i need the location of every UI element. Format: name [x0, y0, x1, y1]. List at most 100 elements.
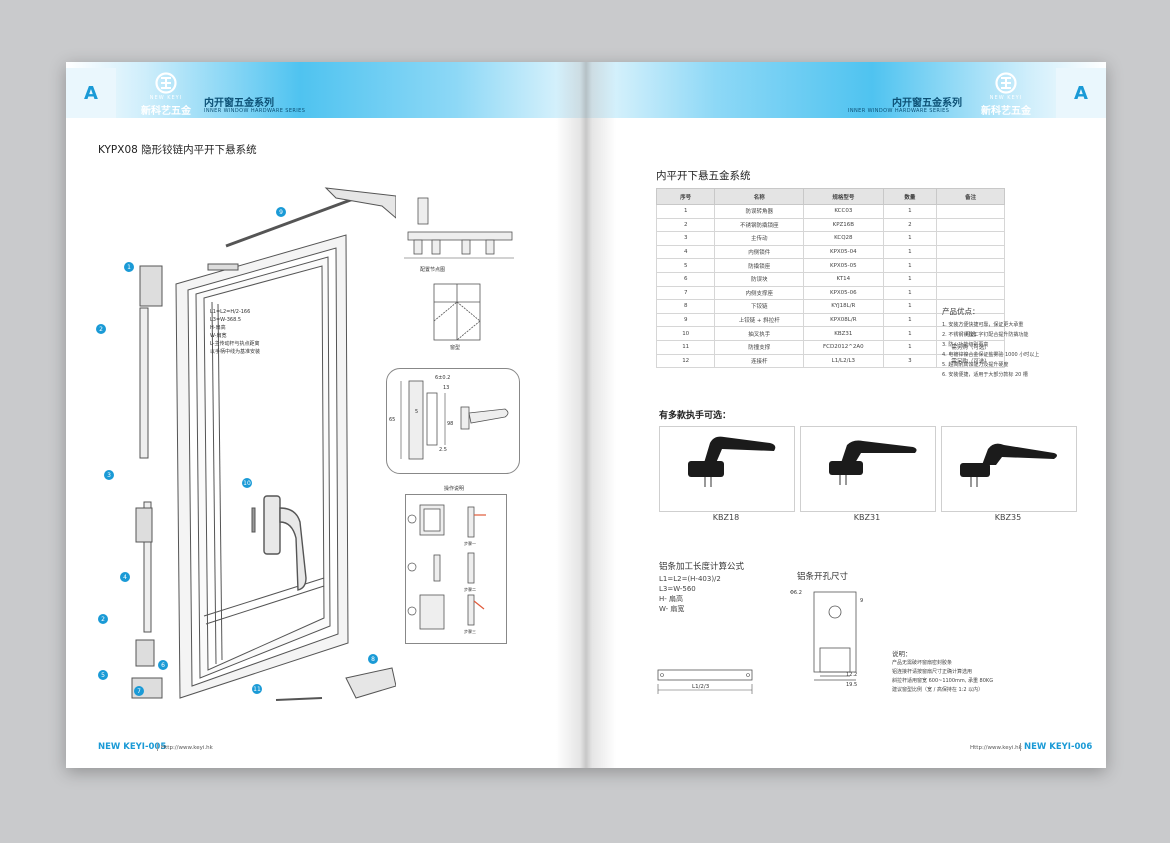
- table-cell: 1: [882, 339, 938, 355]
- part-number-2b: 2: [98, 614, 108, 624]
- table-cell: FCD2012^2A0: [803, 339, 884, 355]
- table-cell: 2: [882, 217, 938, 233]
- table-cell: 需另购（可选）: [936, 353, 1005, 369]
- part-number-6: 6: [158, 660, 168, 670]
- table-cell: L1/L2/L3: [803, 353, 884, 369]
- table-cell: 防误转角器: [714, 204, 805, 219]
- col-header: 序号: [655, 188, 716, 205]
- operation-instructions-box: 操作说明 步骤一 步骤二 步骤三: [405, 486, 507, 644]
- dim-98: 98: [447, 421, 454, 427]
- dim-2-5: 2.5: [439, 447, 447, 453]
- advantage-item: 1. 安装方便快捷可靠，保证更大承重: [942, 322, 1024, 328]
- handle-dimension-box: 65 98 5 13 2.5 6±0.2: [386, 368, 520, 474]
- series-subtitle-right: INNER WINDOW HARDWARE SERIES: [848, 108, 950, 114]
- handle-label-kbz18: KBZ18: [712, 513, 740, 522]
- table-cell: 12: [655, 353, 716, 369]
- table-cell: 1: [882, 285, 938, 301]
- table-cell: 1: [882, 244, 938, 260]
- part-number-7: 7: [134, 686, 144, 696]
- part-number-2: 2: [96, 324, 106, 334]
- footer-url-right[interactable]: Http://www.keyi.hk: [970, 745, 1022, 751]
- note-line: 产品无需破坏窗扇密封胶条: [892, 660, 953, 666]
- node-configuration-drawing: [404, 197, 514, 259]
- table-cell: 内侧锁件: [714, 244, 805, 260]
- operation-caption: 操作说明: [444, 486, 465, 492]
- table-cell: KCQ28: [803, 231, 884, 246]
- col-header: 名称: [714, 188, 805, 205]
- logo-chinese: 新科艺五金: [141, 106, 191, 117]
- op-step-3: 步骤三: [464, 629, 476, 634]
- op-step-1: 步骤一: [464, 541, 476, 546]
- book-gutter-shadow: [556, 62, 616, 768]
- advantages-title: 产品优点：: [942, 307, 980, 316]
- footer-page-left: NEW KEYI-005: [98, 742, 167, 752]
- table-cell: 1: [882, 231, 938, 246]
- table-cell: [936, 231, 1005, 246]
- handles-title: 有多款执手可选：: [659, 411, 732, 421]
- dim-13: 13: [443, 385, 450, 391]
- part-number-1: 1: [124, 262, 134, 272]
- table-cell: 下铰链: [714, 299, 805, 314]
- advantage-item: 3. 防火功能级别更高: [942, 342, 989, 348]
- spec-line: W-扇宽: [210, 333, 227, 339]
- table-cell: 9: [655, 312, 716, 328]
- section-tab-left: A: [66, 68, 116, 118]
- table-cell: 防撞支撑: [714, 339, 805, 355]
- spec-line: 以手柄中线为基准安装: [210, 349, 261, 355]
- table-cell: KPX05-06: [803, 285, 884, 301]
- table-cell: 防误块: [714, 271, 805, 287]
- spec-line: L3=W-368.5: [210, 317, 242, 323]
- handle-kbz31-image: [829, 440, 917, 485]
- table-cell: 1: [882, 258, 938, 273]
- table-cell: 1: [882, 326, 938, 341]
- table-cell: 6: [655, 271, 716, 287]
- formula-line: H- 扇高: [659, 595, 684, 603]
- handle-card-kbz18: [659, 426, 795, 512]
- handle-kbz35-image: [960, 443, 1057, 487]
- section-tab-right: A: [1056, 68, 1106, 118]
- part-number-8: 8: [368, 654, 378, 664]
- advantages-list: 1. 安装方便快捷可靠，保证更大承重 2. 不锈钢锁座工字钉配合提升防撬功能 3…: [942, 320, 1039, 380]
- handle-card-kbz35: [941, 426, 1077, 512]
- table-cell: 3: [882, 353, 938, 369]
- logo-english: NEW KEYI: [149, 95, 183, 101]
- hole-width-outer: 19.5: [846, 682, 858, 688]
- spec-line: L-主传动杆与执点距离: [210, 341, 260, 347]
- brand-logo-left: NEW KEYI 新科艺五金: [136, 72, 196, 117]
- table-cell: KBZ31: [803, 326, 884, 341]
- table-cell: 11: [655, 339, 716, 355]
- sash-type-drawing: [433, 283, 481, 341]
- dim-5: 5: [415, 409, 419, 415]
- series-title-left: 内开窗五金系列: [204, 98, 274, 109]
- table-cell: 抽叉执手: [714, 326, 805, 341]
- table-cell: 内侧支撑座: [714, 285, 805, 301]
- left-page-title: KYPX08 隐形铰链内平开下悬系统: [98, 144, 257, 156]
- table-cell: 1: [882, 312, 938, 328]
- table-cell: 连接杆: [714, 353, 805, 369]
- table-cell: 防撬锁座: [714, 258, 805, 273]
- table-cell: 1: [882, 204, 938, 219]
- hole-size-title: 铝条开孔尺寸: [797, 572, 849, 582]
- footer-divider-left: [157, 743, 158, 751]
- node-caption: 配置节点图: [420, 267, 446, 273]
- table-cell: 主传动: [714, 231, 805, 246]
- advantage-item: 5. 超高耐腐蚀能力及提升硬度: [942, 362, 1009, 368]
- part-number-10: 10: [242, 478, 252, 488]
- brand-logo-right: NEW KEYI 新科艺五金: [976, 72, 1036, 117]
- col-header: 规格型号: [803, 188, 884, 205]
- op-step-2: 步骤二: [464, 587, 476, 592]
- table-cell: 不锈钢防撬锁座: [714, 217, 805, 233]
- spec-line: H-扇高: [210, 325, 226, 331]
- part-number-5: 5: [98, 670, 108, 680]
- part-number-11: 11: [252, 684, 262, 694]
- handle-label-kbz31: KBZ31: [853, 513, 881, 522]
- footer-url-left[interactable]: Http://www.keyi.hk: [161, 745, 213, 751]
- advantage-item: 4. 电镀锌镍合金保证盐雾验 1000 小时以上: [942, 352, 1040, 358]
